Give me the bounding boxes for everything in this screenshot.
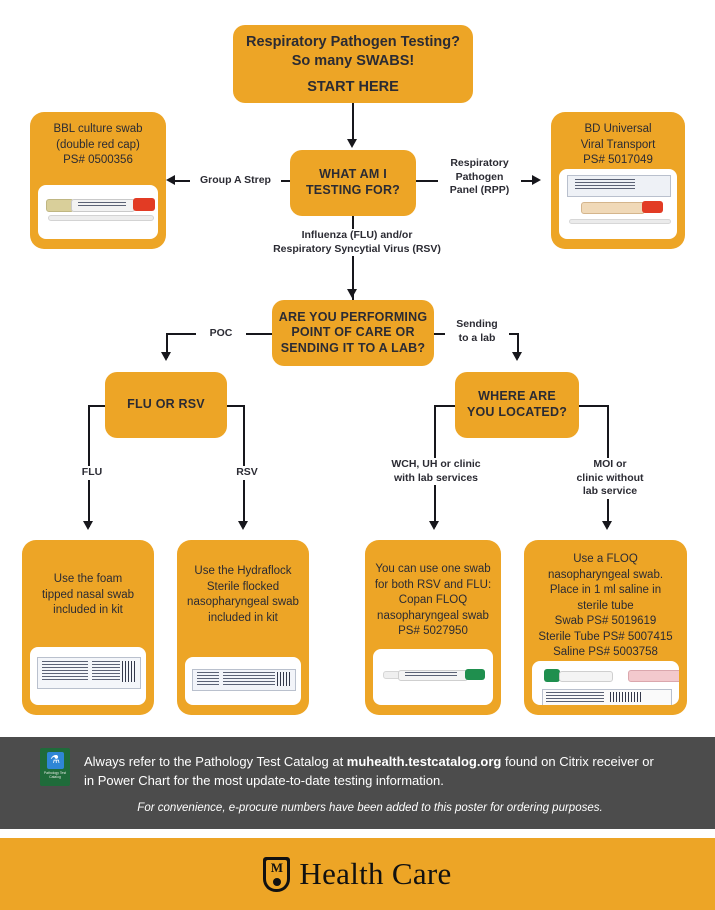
connector-flu-out	[88, 405, 105, 407]
footer-note-link[interactable]: muhealth.testcatalog.org	[346, 754, 502, 769]
mu-shield-icon: M	[263, 856, 291, 892]
arrow-lab-to-where	[512, 352, 522, 361]
card-foam-photo	[30, 647, 146, 705]
footer-note-before: Always refer to the Pathology Test Catal…	[84, 754, 347, 769]
decision-poc-or-lab: ARE YOU PERFORMING POINT OF CARE OR SEND…	[272, 300, 434, 366]
card-bbl-photo	[38, 185, 158, 239]
card-hydra-photo	[185, 657, 301, 705]
arrow-moi-to-floq	[602, 521, 612, 530]
arrow-rsv-to-hydraflock	[238, 521, 248, 530]
card-copan-floq-swab: You can use one swab for both RSV and FL…	[365, 540, 501, 715]
pathology-test-catalog-icon[interactable]: ⚗ Pathology Test Catalog	[40, 748, 70, 786]
edge-label-sending-to-lab: Sending to a lab	[445, 318, 509, 346]
mu-shield-letter: M	[266, 859, 288, 889]
card-bd-universal-viral-transport: BD Universal Viral Transport PS# 5017049	[551, 112, 685, 249]
card-bd-text: BD Universal Viral Transport PS# 5017049	[580, 123, 656, 167]
card-floq-photo	[532, 660, 679, 705]
edge-label-influenza-rsv: Influenza (FLU) and/or Respiratory Syncy…	[256, 229, 458, 257]
arrow-testing-to-bbl	[166, 175, 175, 185]
mu-health-care-wordmark: M Health Care	[263, 856, 451, 892]
arrow-testing-to-bd	[532, 175, 541, 185]
connector-rsv-out	[227, 405, 244, 407]
footer-note-bar	[0, 737, 715, 829]
card-floq-saline-kit: Use a FLOQ nasopharyngeal swab. Place in…	[524, 540, 687, 715]
arrow-testing-to-poc	[347, 289, 357, 298]
card-hydra-text: Use the Hydraflock Sterile flocked nasop…	[187, 565, 299, 624]
decision-poc-label: ARE YOU PERFORMING POINT OF CARE OR SEND…	[278, 309, 428, 355]
edge-label-group-a-strep: Group A Strep	[190, 174, 281, 188]
footer-eprocure-note: For convenience, e-procure numbers have …	[137, 802, 603, 814]
edge-label-flu: FLU	[71, 466, 113, 480]
edge-label-moi: MOI or clinic without lab service	[558, 458, 662, 499]
connector-lab-right-down	[517, 333, 519, 358]
card-hydraflock-swab: Use the Hydraflock Sterile flocked nasop…	[177, 540, 309, 715]
brand-bar: M Health Care	[0, 838, 715, 910]
connector-poc-left-down	[166, 333, 168, 358]
start-node: Respiratory Pathogen Testing? So many SW…	[233, 25, 473, 103]
connector-testing-to-poc	[352, 216, 354, 300]
footer-note-after: found on Citrix receiver or in Power Cha…	[84, 754, 654, 788]
start-here-label: START HERE	[307, 78, 399, 95]
card-foam-tipped-nasal-swab: Use the foam tipped nasal swab included …	[22, 540, 154, 715]
arrow-flu-to-foam	[83, 521, 93, 530]
catalog-icon-caption: Pathology Test Catalog	[43, 771, 67, 780]
arrow-poc-to-flu-rsv	[161, 352, 171, 361]
connector-moi-out	[579, 405, 608, 407]
edge-label-wch-uh: WCH, UH or clinic with lab services	[374, 458, 498, 486]
footer-catalog-note: Always refer to the Pathology Test Catal…	[84, 753, 664, 791]
edge-label-rpp: Respiratory Pathogen Panel (RPP)	[438, 157, 521, 198]
arrow-wch-to-copan	[429, 521, 439, 530]
card-bd-photo	[559, 168, 677, 239]
edge-label-poc: POC	[196, 327, 246, 341]
card-foam-text: Use the foam tipped nasal swab included …	[41, 573, 135, 617]
decision-where-label: WHERE ARE YOU LOCATED?	[466, 389, 568, 419]
arrow-start-to-testing	[347, 139, 357, 148]
decision-testing-label: WHAT AM I TESTING FOR?	[305, 167, 401, 197]
decision-flu-rsv-label: FLU OR RSV	[127, 397, 205, 412]
catalog-glyph: ⚗	[46, 752, 64, 769]
card-copan-photo	[373, 649, 493, 705]
brand-text: Health Care	[299, 856, 452, 891]
card-floq-text: Use a FLOQ nasopharyngeal swab. Place in…	[538, 553, 673, 659]
edge-label-rsv: RSV	[226, 466, 268, 480]
decision-where-are-you-located: WHERE ARE YOU LOCATED?	[455, 372, 579, 438]
start-title: Respiratory Pathogen Testing? So many SW…	[245, 34, 461, 69]
decision-flu-or-rsv: FLU OR RSV	[105, 372, 227, 438]
decision-what-am-i-testing-for: WHAT AM I TESTING FOR?	[290, 150, 416, 216]
card-copan-text: You can use one swab for both RSV and FL…	[374, 563, 492, 638]
connector-wch-out	[434, 405, 455, 407]
card-bbl-culture-swab: BBL culture swab (double red cap) PS# 05…	[30, 112, 166, 249]
connector-start-to-testing	[352, 103, 354, 141]
card-bbl-text: BBL culture swab (double red cap) PS# 05…	[53, 123, 143, 167]
